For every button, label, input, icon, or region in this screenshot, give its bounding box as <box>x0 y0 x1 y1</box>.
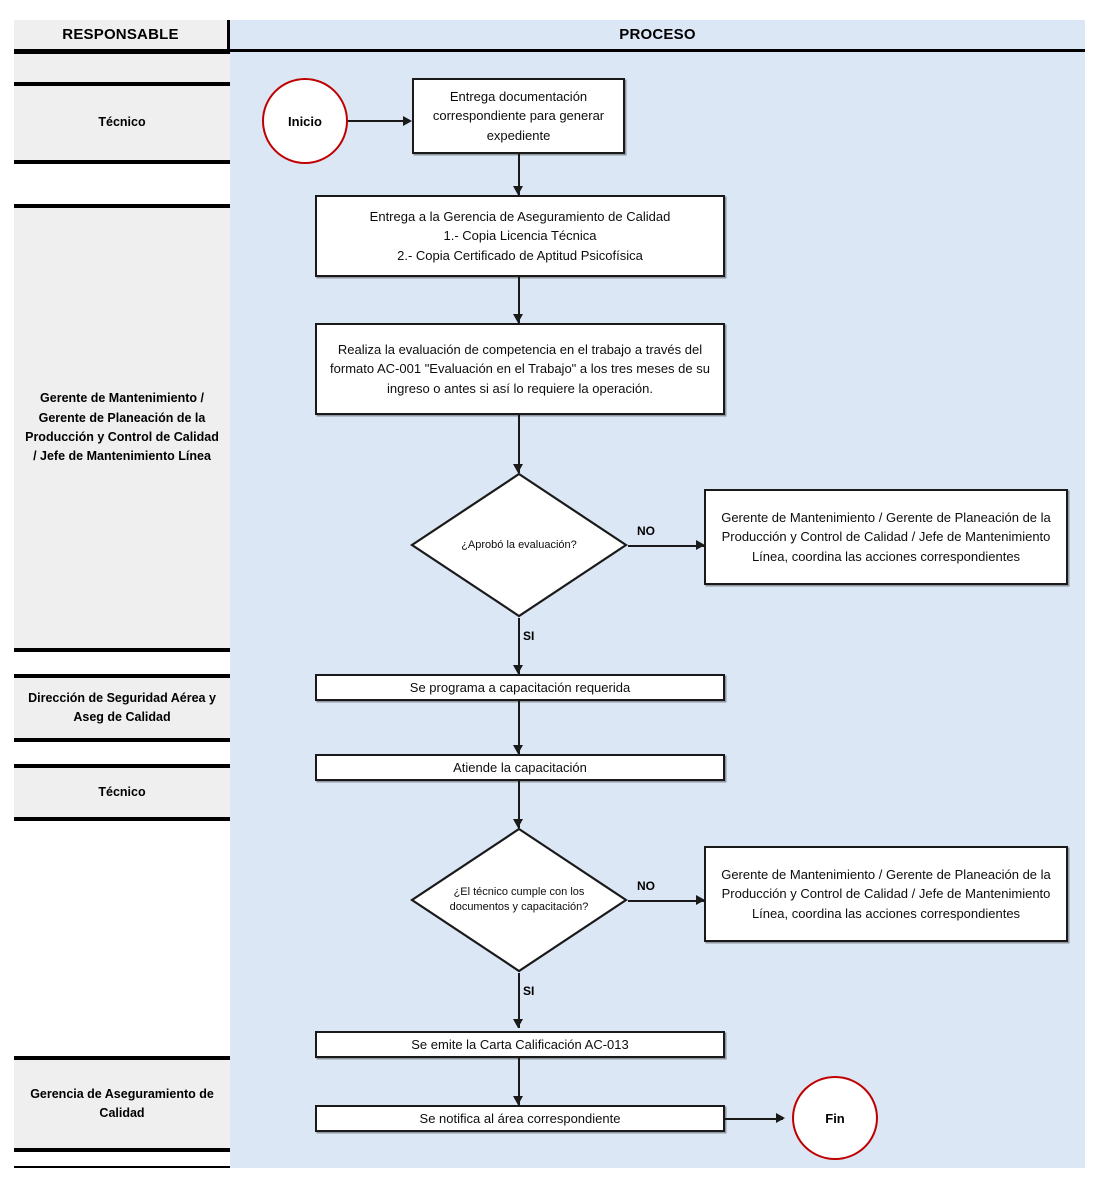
responsible-row-8 <box>14 819 230 1058</box>
process-step-2-label: Entrega a la Gerencia de Aseguramiento d… <box>369 208 671 263</box>
process-step-4-label: Se programa a capacitación requerida <box>409 679 631 695</box>
process-step-4[interactable]: Se programa a capacitación requerida <box>315 674 725 701</box>
start-terminator[interactable]: Inicio <box>262 78 348 164</box>
responsible-row-label: Técnico <box>98 115 146 130</box>
connector-decision1-no <box>628 545 704 547</box>
connector-step6-to-step7 <box>518 1058 520 1105</box>
decision-1[interactable]: ¿Aprobó la evaluación? <box>410 472 628 618</box>
connector-decision1-si <box>518 618 520 674</box>
end-terminator-label: Fin <box>825 1110 845 1126</box>
arrowhead-step4-to-step5 <box>513 745 523 754</box>
arrowhead-step3-to-decision1 <box>513 464 523 473</box>
edge-label-si-2: SI <box>523 984 535 998</box>
responsible-row-tecnico-1: Técnico <box>14 84 230 162</box>
responsible-row-2 <box>14 162 230 206</box>
responsible-row-10 <box>14 1150 230 1168</box>
responsible-row-direccion-seguridad: Dirección de Seguridad Aérea y Aseg de C… <box>14 676 230 740</box>
process-step-6-label: Se emite la Carta Calificación AC-013 <box>411 1036 629 1052</box>
decision-2[interactable]: ¿El técnico cumple con los documentos y … <box>410 827 628 973</box>
process-step-7[interactable]: Se notifica al área correspondiente <box>315 1105 725 1132</box>
arrowhead-step2-to-step3 <box>513 314 523 323</box>
header-proceso: PROCESO <box>230 20 1085 52</box>
edge-label-no-2: NO <box>637 879 655 893</box>
connector-step2-to-step3 <box>518 277 520 323</box>
process-step-7-label: Se notifica al área correspondiente <box>419 1110 621 1126</box>
process-step-1[interactable]: Entrega documentación correspondiente pa… <box>412 78 625 154</box>
decision-1-label-wrap: ¿Aprobó la evaluación? <box>410 472 628 618</box>
header-responsable-label: RESPONSABLE <box>62 26 179 43</box>
connector-step5-to-decision2 <box>518 781 520 828</box>
connector-step1-to-step2 <box>518 154 520 195</box>
process-step-2[interactable]: Entrega a la Gerencia de Aseguramiento d… <box>315 195 725 277</box>
connector-step3-to-decision1 <box>518 415 520 473</box>
no-action-box-1-label: Gerente de Mantenimiento / Gerente de Pl… <box>721 509 1051 564</box>
arrowhead-step7-to-end <box>776 1113 785 1123</box>
responsible-row-gerencia-aseguramiento: Gerencia de Aseguramiento de Calidad <box>14 1058 230 1150</box>
decision-2-label: ¿El técnico cumple con los documentos y … <box>449 886 589 913</box>
responsible-row-label: Dirección de Seguridad Aérea y Aseg de C… <box>28 690 216 724</box>
responsible-row-0 <box>14 52 230 84</box>
edge-label-no-1: NO <box>637 524 655 538</box>
connector-step4-to-step5 <box>518 701 520 754</box>
responsible-row-label: Gerente de Mantenimiento / Gerente de Pl… <box>25 391 219 464</box>
decision-2-shape <box>410 827 628 973</box>
start-terminator-label: Inicio <box>288 113 322 129</box>
arrowhead-step6-to-step7 <box>513 1096 523 1105</box>
responsible-row-label: Gerencia de Aseguramiento de Calidad <box>30 1086 214 1120</box>
process-step-5[interactable]: Atiende la capacitación <box>315 754 725 781</box>
decision-1-label: ¿Aprobó la evaluación? <box>461 538 577 551</box>
decision-2-label-wrap: ¿El técnico cumple con los documentos y … <box>410 827 628 973</box>
no-action-box-1[interactable]: Gerente de Mantenimiento / Gerente de Pl… <box>704 489 1068 585</box>
no-action-box-2[interactable]: Gerente de Mantenimiento / Gerente de Pl… <box>704 846 1068 942</box>
process-step-1-label: Entrega documentación correspondiente pa… <box>432 88 605 143</box>
end-terminator[interactable]: Fin <box>792 1076 878 1160</box>
arrowhead-decision1-si <box>513 665 523 674</box>
process-step-5-label: Atiende la capacitación <box>453 759 587 775</box>
decision-1-shape <box>410 472 628 618</box>
connector-step7-to-end <box>725 1118 783 1120</box>
edge-label-si-1: SI <box>523 629 535 643</box>
arrowhead-step5-to-decision2 <box>513 819 523 828</box>
header-proceso-label: PROCESO <box>619 26 696 43</box>
arrowhead-decision2-no <box>696 895 705 905</box>
responsible-row-label: Técnico <box>98 784 146 799</box>
responsible-row-tecnico-2: Técnico <box>14 766 230 819</box>
responsible-column: Técnico Gerente de Mantenimiento / Geren… <box>14 20 230 1168</box>
connector-decision2-no <box>628 900 704 902</box>
no-action-box-2-label: Gerente de Mantenimiento / Gerente de Pl… <box>721 866 1051 921</box>
responsible-row-gerente-mantenimiento: Gerente de Mantenimiento / Gerente de Pl… <box>14 206 230 650</box>
process-step-3[interactable]: Realiza la evaluación de competencia en … <box>315 323 725 415</box>
arrowhead-start-to-step1 <box>403 115 412 126</box>
process-step-6[interactable]: Se emite la Carta Calificación AC-013 <box>315 1031 725 1058</box>
connector-decision2-si <box>518 973 520 1028</box>
responsible-row-6 <box>14 740 230 766</box>
header-responsable: RESPONSABLE <box>14 20 230 52</box>
process-step-3-label: Realiza la evaluación de competencia en … <box>330 341 710 396</box>
responsible-row-4 <box>14 650 230 676</box>
arrowhead-decision1-no <box>696 540 705 550</box>
connector-start-to-step1 <box>348 120 403 122</box>
arrowhead-decision2-si <box>513 1019 523 1028</box>
arrowhead-step1-to-step2 <box>513 186 523 195</box>
